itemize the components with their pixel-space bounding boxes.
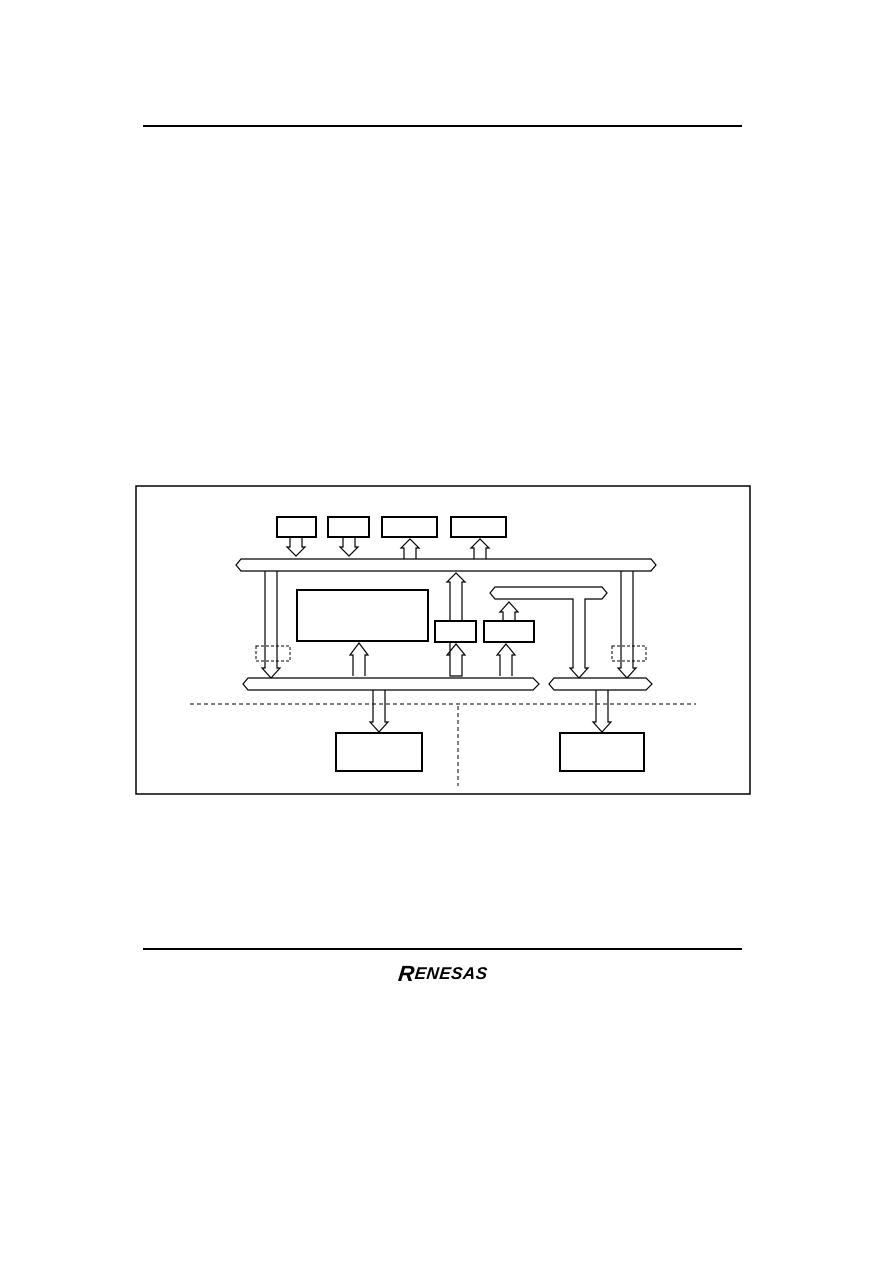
- right-vertical-bus: [616, 571, 638, 679]
- module-3-connector: [399, 538, 421, 559]
- left-vertical-bus: [260, 571, 282, 679]
- module-4-connector: [469, 538, 491, 559]
- dashed-controller-left: [255, 645, 291, 662]
- small-block-1: [434, 620, 477, 643]
- middle-vertical-bus-lower: [445, 642, 467, 677]
- upper-bus: [235, 558, 657, 572]
- external-block-right: [559, 732, 645, 772]
- secondary-bus: [489, 586, 608, 679]
- small-block-2-connector: [495, 643, 517, 676]
- central-block-connector: [348, 642, 370, 676]
- lower-left-bus: [242, 677, 540, 691]
- module-1-connector: [285, 537, 307, 557]
- lower-right-bus: [548, 677, 653, 691]
- logo-rest: ENESAS: [413, 964, 489, 983]
- module-2-connector: [338, 537, 360, 557]
- module-block-4: [450, 516, 507, 538]
- secondary-bus-connector: [498, 601, 520, 621]
- middle-vertical-bus: [445, 572, 467, 621]
- module-block-2: [327, 516, 370, 538]
- lower-left-connector: [368, 690, 390, 733]
- central-block: [296, 589, 429, 642]
- external-block-left: [335, 732, 423, 772]
- figure-frame: [135, 485, 751, 795]
- module-block-3: [381, 516, 438, 538]
- small-block-2: [483, 620, 535, 643]
- module-block-1: [276, 516, 317, 538]
- footer-rule: [143, 948, 742, 950]
- dashed-controller-right: [611, 645, 647, 662]
- lower-right-connector: [591, 690, 613, 733]
- header-rule: [143, 125, 742, 127]
